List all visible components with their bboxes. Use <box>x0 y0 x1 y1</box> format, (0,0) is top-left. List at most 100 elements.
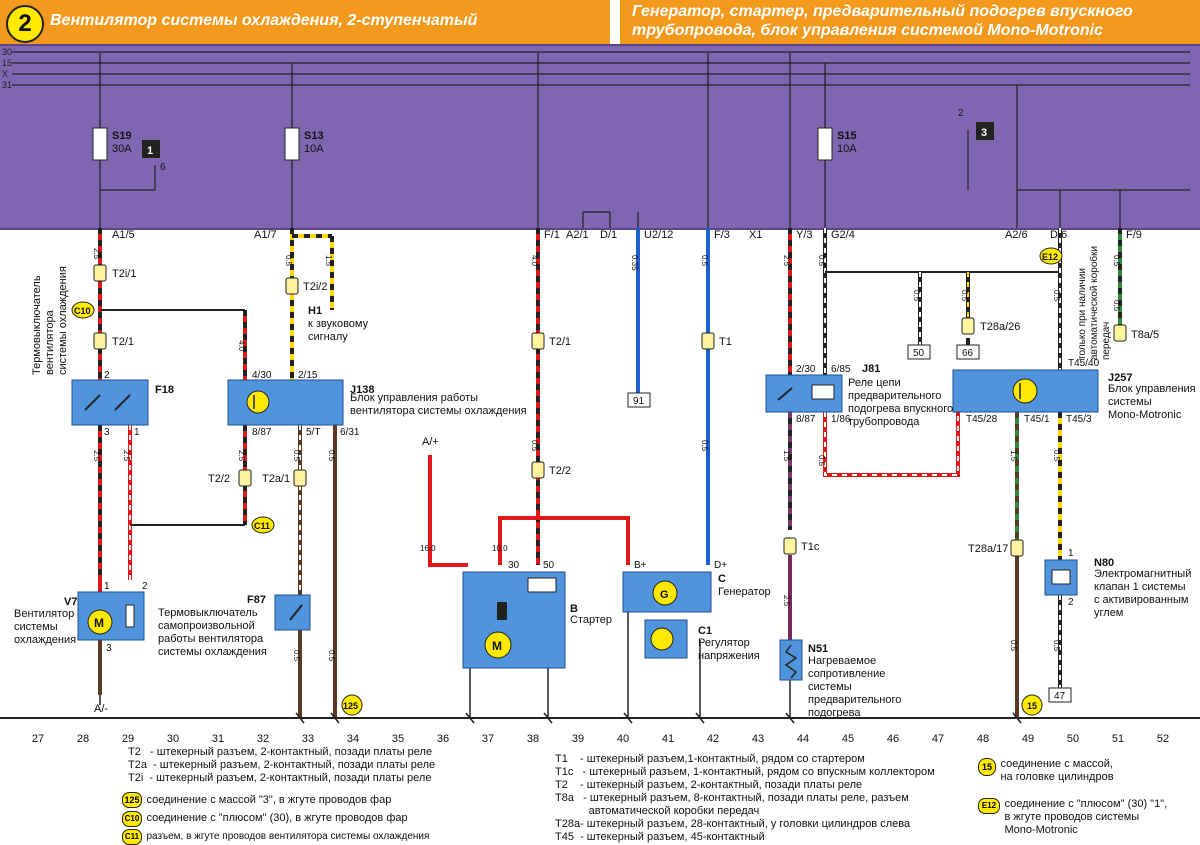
wire-size: 0.5 <box>327 450 336 462</box>
n80-valve: 1 2 N80 <box>1044 548 1114 608</box>
f18-id: F18 <box>155 384 174 396</box>
bus-label-30: 30 <box>2 47 12 57</box>
grid-number: 39 <box>572 733 584 745</box>
wire-size: 0.5 <box>1112 255 1121 267</box>
j81-id: J81 <box>862 363 880 375</box>
fuse-s13-name: S13 <box>304 130 324 142</box>
conn-t2a1: T2a/1 <box>262 473 290 485</box>
marker-c10: C10 <box>74 306 91 316</box>
fuse-s19-extra: 6 <box>160 162 166 173</box>
pin-a15: A1/5 <box>112 229 135 241</box>
j257-module: T45/40 T45/28 T45/1 T45/3 J257 <box>952 358 1132 425</box>
wire-size: 0.5 <box>960 290 969 302</box>
wire-size: 0.5 <box>1112 300 1121 312</box>
auto-note-3: передач <box>1101 322 1112 360</box>
j257-id: J257 <box>1108 372 1132 384</box>
wire-size: 1.5 <box>1009 450 1018 462</box>
j257-pin-451: T45/1 <box>1024 414 1050 425</box>
pin-d1: D/1 <box>600 229 617 241</box>
wire-size: 0.5 <box>700 440 709 452</box>
conn-t28a26: T28a/26 <box>980 321 1020 333</box>
j257-pin-4540: T45/40 <box>1068 358 1100 369</box>
fuse-s15-extra: 2 <box>958 108 964 119</box>
n80-pin2: 2 <box>1068 597 1074 608</box>
wire-size: 4.0 <box>237 340 246 352</box>
conn-t8a5: T8a/5 <box>1131 329 1159 341</box>
conn-t21: T2/1 <box>112 336 134 348</box>
f87-desc: Термовыключатель самопроизвольной работы… <box>158 607 267 658</box>
fuse-s19-rating: 30A <box>112 143 132 155</box>
grid-number: 27 <box>32 733 44 745</box>
j257-desc: Блок управления системы Mono-Motronic <box>1108 383 1196 421</box>
grid-number: 44 <box>797 733 809 745</box>
wire-size: 0.5 <box>817 255 826 267</box>
auto-note-1: только при наличии <box>1077 268 1088 360</box>
bus-label-31: 31 <box>2 80 12 90</box>
conn-t1: T1 <box>719 336 732 348</box>
pin-f1: F/1 <box>544 229 560 241</box>
bus-label-15: 15 <box>2 58 12 68</box>
legend-c11: C11 разъем, в жгуте проводов вентилятора… <box>122 826 429 845</box>
wire-size: 2.5 <box>122 450 131 462</box>
wire-size: 0.5 <box>284 255 293 267</box>
j81-pin-887: 8/87 <box>796 414 816 425</box>
conn-t2i2: T2i/2 <box>303 281 327 293</box>
j138-pin-887: 8/87 <box>252 427 272 438</box>
wire-size: 4.0 <box>530 255 539 267</box>
pin-u212: U2/12 <box>644 229 673 241</box>
j257-pin-453: T45/3 <box>1066 414 1092 425</box>
j138-pin-631: 6/31 <box>340 427 360 438</box>
grid-number: 31 <box>212 733 224 745</box>
marker-15: 15 <box>1027 701 1037 711</box>
f18-side-2: вентилятора <box>44 309 56 375</box>
ground-ticks <box>295 712 1022 724</box>
pin-a17: A1/7 <box>254 229 277 241</box>
n51-id: N51 <box>808 643 828 655</box>
wire-size: 0.5 <box>817 455 826 467</box>
wire-size: 2.5 <box>782 595 791 607</box>
j138-id: J138 <box>350 384 374 396</box>
grid-number: 40 <box>617 733 629 745</box>
wire-size: 0.5 <box>327 650 336 662</box>
reg-id: C1 <box>698 625 712 637</box>
conn-t21b: T2/1 <box>549 336 571 348</box>
f18-side-3: системы охлаждения <box>57 266 69 375</box>
n51-heater: N51 <box>779 639 828 681</box>
header-right: Генератор, стартер, предварительный подо… <box>620 0 1200 44</box>
j138-pin-430: 4/30 <box>252 370 272 381</box>
grid-number: 46 <box>887 733 899 745</box>
f18-side-1: Термовыключатель <box>31 275 43 375</box>
wire-size: 2.5 <box>92 248 101 260</box>
fuse-s15-rating: 10A <box>837 143 857 155</box>
n80-id: N80 <box>1094 557 1114 569</box>
wire-size: 0.5 <box>1052 450 1061 462</box>
v7-id: V7 <box>64 596 77 608</box>
pin-a21: A2/1 <box>566 229 589 241</box>
grid-number: 30 <box>167 733 179 745</box>
conn-t2i1: T2i/1 <box>112 268 136 280</box>
legend-c10: C10 соединение с "плюсом" (30), в жгуте … <box>122 808 408 827</box>
fuse-s19-tag: 1 <box>147 145 153 157</box>
grid-number: 42 <box>707 733 719 745</box>
wire-size: 1.5 <box>324 255 333 267</box>
grid-number: 32 <box>257 733 269 745</box>
wire-size: 0.5 <box>292 450 301 462</box>
pin-g24: G2/4 <box>831 229 855 241</box>
grid-number: 34 <box>347 733 359 745</box>
f87-id: F87 <box>247 594 266 606</box>
ref-47: 47 <box>1054 691 1066 702</box>
wire-size: 0.5 <box>1052 640 1061 652</box>
v7-pin3: 3 <box>106 643 112 654</box>
connector-housings <box>93 264 1127 557</box>
wire-size: 0.5 <box>1052 290 1061 302</box>
v7-pin2: 2 <box>142 581 148 592</box>
fuse-s15-name: S15 <box>837 130 857 142</box>
grid-number: 49 <box>1022 733 1034 745</box>
v7-pin1: 1 <box>104 581 110 592</box>
grid-number: 36 <box>437 733 449 745</box>
grid-number: 47 <box>932 733 944 745</box>
fuse-s19-name: S19 <box>112 130 132 142</box>
wire-size: 1.5 <box>782 450 791 462</box>
left-title: Вентилятор системы охлаждения, 2-ступенч… <box>50 12 478 29</box>
